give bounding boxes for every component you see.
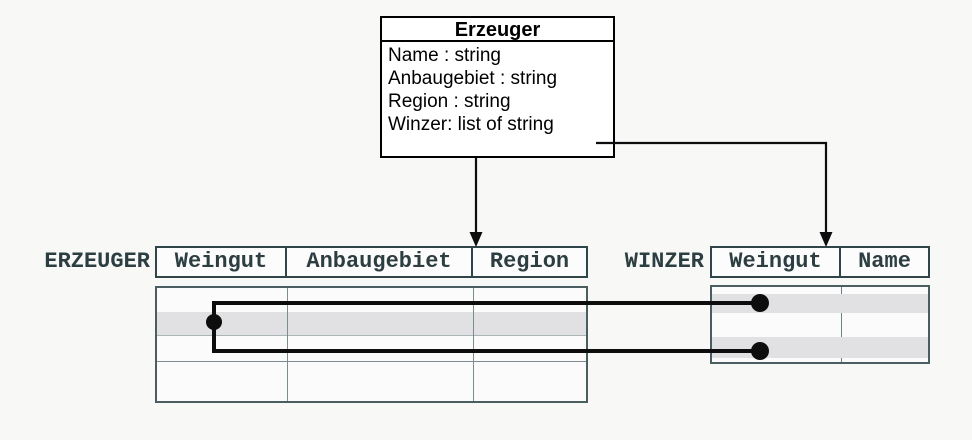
winzer-col-weingut: Weingut xyxy=(712,248,841,276)
table-row xyxy=(157,362,586,401)
column-divider xyxy=(841,287,842,362)
attribute-anbaugebiet: Anbaugebiet : string xyxy=(388,68,558,89)
erzeuger-header-row: Weingut Anbaugebiet Region xyxy=(155,246,588,278)
class-title: Erzeuger xyxy=(382,18,613,42)
table-row xyxy=(157,336,586,362)
arrow-winzer-attribute-to-winzer xyxy=(596,141,828,240)
erzeuger-col-anbaugebiet: Anbaugebiet xyxy=(287,248,473,276)
column-divider xyxy=(473,288,474,401)
attribute-region: Region : string xyxy=(388,91,511,112)
attribute-winzer: Winzer: list of string xyxy=(388,114,554,135)
erzeuger-col-region: Region xyxy=(489,249,570,274)
table-row xyxy=(712,358,928,362)
table-row xyxy=(712,313,928,337)
table-row xyxy=(712,287,928,294)
erzeuger-table-body xyxy=(155,286,588,403)
table-row-shaded xyxy=(712,337,928,358)
class-box-erzeuger: Erzeuger Name : string Anbaugebiet : str… xyxy=(380,16,615,158)
attribute-name: Name : string xyxy=(388,45,501,66)
arrowhead-winzer-icon xyxy=(819,232,833,247)
table-row xyxy=(157,288,586,312)
erzeuger-col-weingut: Weingut xyxy=(157,248,287,276)
table-row-shaded xyxy=(712,294,928,313)
winzer-table-label: WINZER xyxy=(624,249,704,274)
table-row-shaded xyxy=(157,312,586,336)
winzer-header-row: Weingut Name xyxy=(710,246,930,278)
arrowhead-erzeuger-icon xyxy=(469,232,483,247)
winzer-col-name: Name xyxy=(858,249,911,274)
class-attributes: Name : string Anbaugebiet : string Regio… xyxy=(382,42,613,136)
erzeuger-table-label: ERZEUGER xyxy=(44,249,150,274)
winzer-table-body xyxy=(710,285,930,364)
column-divider xyxy=(287,288,288,401)
